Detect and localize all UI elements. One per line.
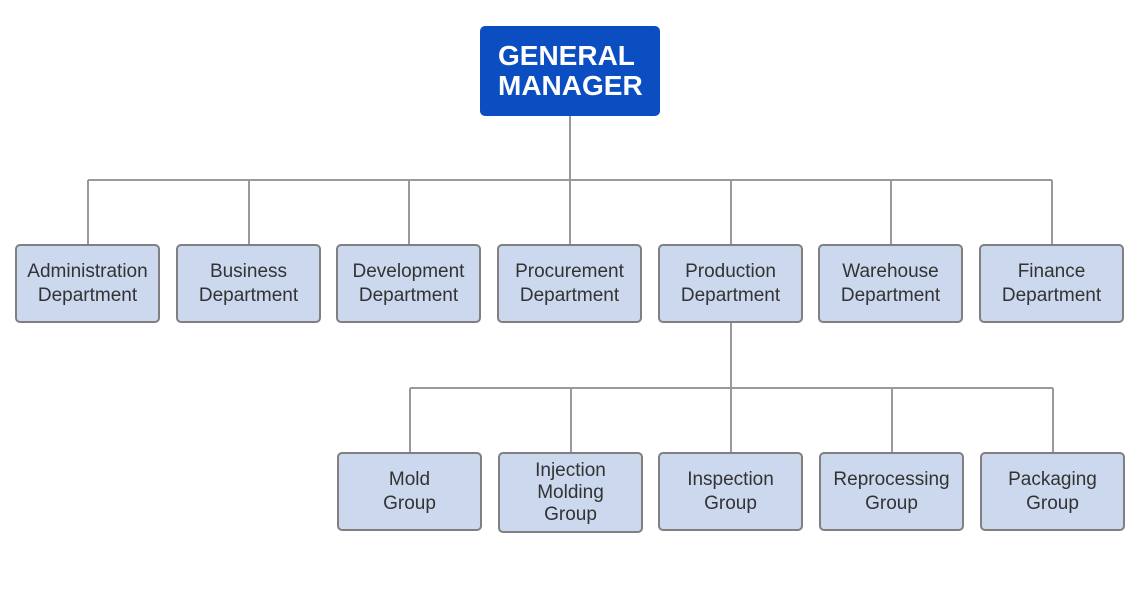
node-label-line2: Group <box>1026 492 1079 514</box>
development-department-node: Development Department <box>336 244 481 323</box>
node-label-line1: Production <box>685 260 776 282</box>
node-label-line1: Finance <box>1017 260 1086 282</box>
node-label-line2: Department <box>37 284 138 306</box>
node-label-line2: Department <box>1001 284 1102 306</box>
node-label-line2: Group <box>704 492 757 514</box>
node-label-line1: Reprocessing <box>833 468 950 490</box>
mold-group-node: Mold Group <box>337 452 482 531</box>
node-label-line2: Department <box>680 284 781 306</box>
procurement-department-node: Procurement Department <box>497 244 642 323</box>
node-label-line1: Warehouse <box>842 260 939 282</box>
node-label-line2: Department <box>519 284 620 306</box>
reprocessing-group-node: Reprocessing Group <box>819 452 964 531</box>
injection-molding-group-node: Injection Molding Group <box>498 452 643 533</box>
node-label-line3: Group <box>544 503 597 525</box>
node-label-line2: Group <box>865 492 918 514</box>
general-manager-line2: MANAGER <box>498 70 643 101</box>
node-label-line1: Mold <box>388 468 431 490</box>
node-label-line1: Packaging <box>1008 468 1097 490</box>
node-label-line2: Molding <box>537 481 604 503</box>
packaging-group-node: Packaging Group <box>980 452 1125 531</box>
node-label-line1: Inspection <box>687 468 774 490</box>
node-label-line2: Department <box>840 284 941 306</box>
node-label-line1: Development <box>352 260 465 282</box>
node-label-line1: Injection <box>535 459 606 481</box>
warehouse-department-node: Warehouse Department <box>818 244 963 323</box>
production-department-node: Production Department <box>658 244 803 323</box>
administration-department-node: Administration Department <box>15 244 160 323</box>
general-manager-line1: GENERAL <box>498 40 635 71</box>
business-department-node: Business Department <box>176 244 321 323</box>
node-label-line1: Administration <box>27 260 148 282</box>
general-manager-node: GENERAL MANAGER <box>480 26 660 116</box>
inspection-group-node: Inspection Group <box>658 452 803 531</box>
node-label-line1: Procurement <box>515 260 624 282</box>
node-label-line1: Business <box>209 260 288 282</box>
finance-department-node: Finance Department <box>979 244 1124 323</box>
node-label-line2: Department <box>198 284 299 306</box>
node-label-line2: Department <box>358 284 459 306</box>
node-label-line2: Group <box>383 492 436 514</box>
